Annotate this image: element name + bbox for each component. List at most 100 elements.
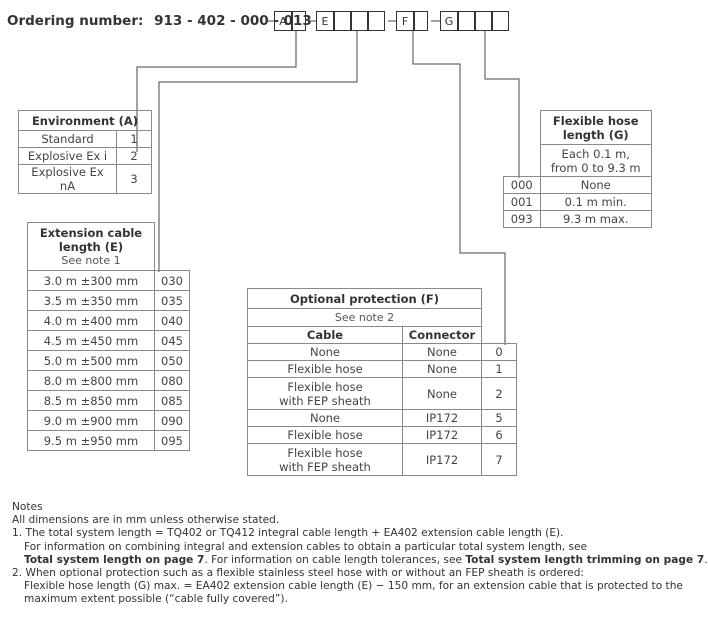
- note-2-line2: Flexible hose length (G) max. = EA402 ex…: [24, 580, 683, 593]
- environment-label: Explosive Ex i: [18, 147, 117, 165]
- note-1-mid: . For information on cable length tolera…: [204, 553, 466, 566]
- notes-heading: Notes: [12, 501, 43, 513]
- hose-code: 000: [503, 176, 541, 194]
- protection-cable: Flexible hose: [247, 360, 403, 378]
- code-box-g4: [492, 11, 509, 31]
- protection-code: 7: [481, 443, 517, 476]
- code-box-e1: E: [316, 11, 334, 31]
- extension-label: 4.5 m ±450 mm: [27, 330, 155, 351]
- environment-code: 1: [116, 130, 152, 148]
- extension-code: 040: [154, 310, 190, 331]
- extension-label: 8.5 m ±850 mm: [27, 390, 155, 411]
- environment-code: 2: [116, 147, 152, 165]
- code-box-g1: G: [440, 11, 458, 31]
- code-box-a: A: [274, 11, 292, 31]
- extension-title-line1: Extension cable: [39, 226, 143, 240]
- extension-title-line2: length (E): [58, 240, 124, 254]
- code-box-e2: [334, 11, 351, 31]
- note-1-line3: Total system length on page 7. For infor…: [12, 553, 708, 567]
- protection-connector: IP172: [402, 409, 482, 427]
- hose-description: Each 0.1 m, from 0 to 9.3 m: [539, 144, 652, 177]
- ordering-number-value: 913 - 402 - 000 - 013: [154, 13, 312, 29]
- hose-table: Flexible hose length (G) Each 0.1 m, fro…: [503, 110, 652, 228]
- protection-connector: None: [402, 343, 482, 361]
- code-box-e3: [351, 11, 368, 31]
- environment-table: Environment (A) Standard 1 Explosive Ex …: [18, 110, 152, 194]
- protection-cable: Flexible hose: [247, 426, 403, 444]
- notes-section: Notes All dimensions are in mm unless ot…: [12, 501, 708, 607]
- note-2-line1: 2. When optional protection such as a fl…: [12, 567, 584, 580]
- notes-general: All dimensions are in mm unless otherwis…: [12, 514, 280, 527]
- environment-title: Environment (A): [18, 110, 152, 131]
- protection-col-connector: Connector: [402, 326, 482, 344]
- protection-title: Optional protection (F): [247, 288, 482, 309]
- protection-connector: IP172: [402, 443, 482, 476]
- ordering-label-text: Ordering number:: [7, 13, 144, 29]
- note-1-link-trimming: Total system length trimming on page 7: [465, 553, 705, 566]
- ordering-number-label: Ordering number: 913 - 402 - 000 - 013: [7, 13, 312, 29]
- hose-code: 093: [503, 210, 541, 228]
- extension-table: Extension cable length (E) See note 1 3.…: [27, 222, 190, 451]
- hose-label: 9.3 m max.: [539, 210, 652, 228]
- line-e-to-extension: [158, 31, 358, 272]
- hose-desc-line1: Each 0.1 m,: [561, 146, 630, 161]
- protection-cable: Flexible hose with FEP sheath: [247, 443, 403, 476]
- table-row: Standard 1: [18, 130, 152, 148]
- hose-title: Flexible hose length (G): [539, 110, 652, 145]
- protection-cable: None: [247, 343, 403, 361]
- note-1-line2: For information on combining integral an…: [24, 540, 588, 553]
- hose-title-line1: Flexible hose: [552, 113, 639, 128]
- note-1-line1: 1. The total system length = TQ402 or TQ…: [12, 527, 564, 540]
- protection-cable: Flexible hose with FEP sheath: [247, 377, 403, 410]
- hose-title-line2: length (G): [562, 127, 629, 142]
- extension-label: 5.0 m ±500 mm: [27, 350, 155, 371]
- protection-code: 0: [481, 343, 517, 361]
- protection-note: See note 2: [247, 308, 482, 327]
- protection-code: 5: [481, 409, 517, 427]
- extension-label: 4.0 m ±400 mm: [27, 310, 155, 331]
- extension-label: 3.0 m ±300 mm: [27, 270, 155, 291]
- extension-code: 050: [154, 350, 190, 371]
- code-box-f: F: [396, 11, 414, 31]
- environment-code: 3: [116, 164, 152, 194]
- protection-connector: IP172: [402, 426, 482, 444]
- code-box-dash2: [414, 11, 428, 31]
- extension-code: 080: [154, 370, 190, 391]
- hose-label: 0.1 m min.: [539, 193, 652, 211]
- extension-code: 090: [154, 410, 190, 431]
- extension-code: 085: [154, 390, 190, 411]
- extension-note: See note 1: [61, 254, 121, 267]
- extension-label: 9.0 m ±900 mm: [27, 410, 155, 431]
- code-box-e4: [368, 11, 385, 31]
- table-row: Explosive Ex nA 3: [18, 164, 152, 194]
- protection-code: 1: [481, 360, 517, 378]
- extension-code: 045: [154, 330, 190, 351]
- note-1-link-total-length: Total system length on page 7: [24, 553, 205, 566]
- note-2-line3: maximum extent possible (“cable fully co…: [24, 593, 288, 606]
- hose-label: None: [539, 176, 652, 194]
- extension-label: 9.5 m ±950 mm: [27, 430, 155, 451]
- extension-label: 3.5 m ±350 mm: [27, 290, 155, 311]
- extension-label: 8.0 m ±800 mm: [27, 370, 155, 391]
- line-f-to-protection: [412, 31, 506, 345]
- environment-label: Explosive Ex nA: [18, 164, 117, 194]
- code-box-g3: [475, 11, 492, 31]
- extension-code: 095: [154, 430, 190, 451]
- line-a-to-environment: [136, 31, 297, 152]
- environment-label: Standard: [18, 130, 117, 148]
